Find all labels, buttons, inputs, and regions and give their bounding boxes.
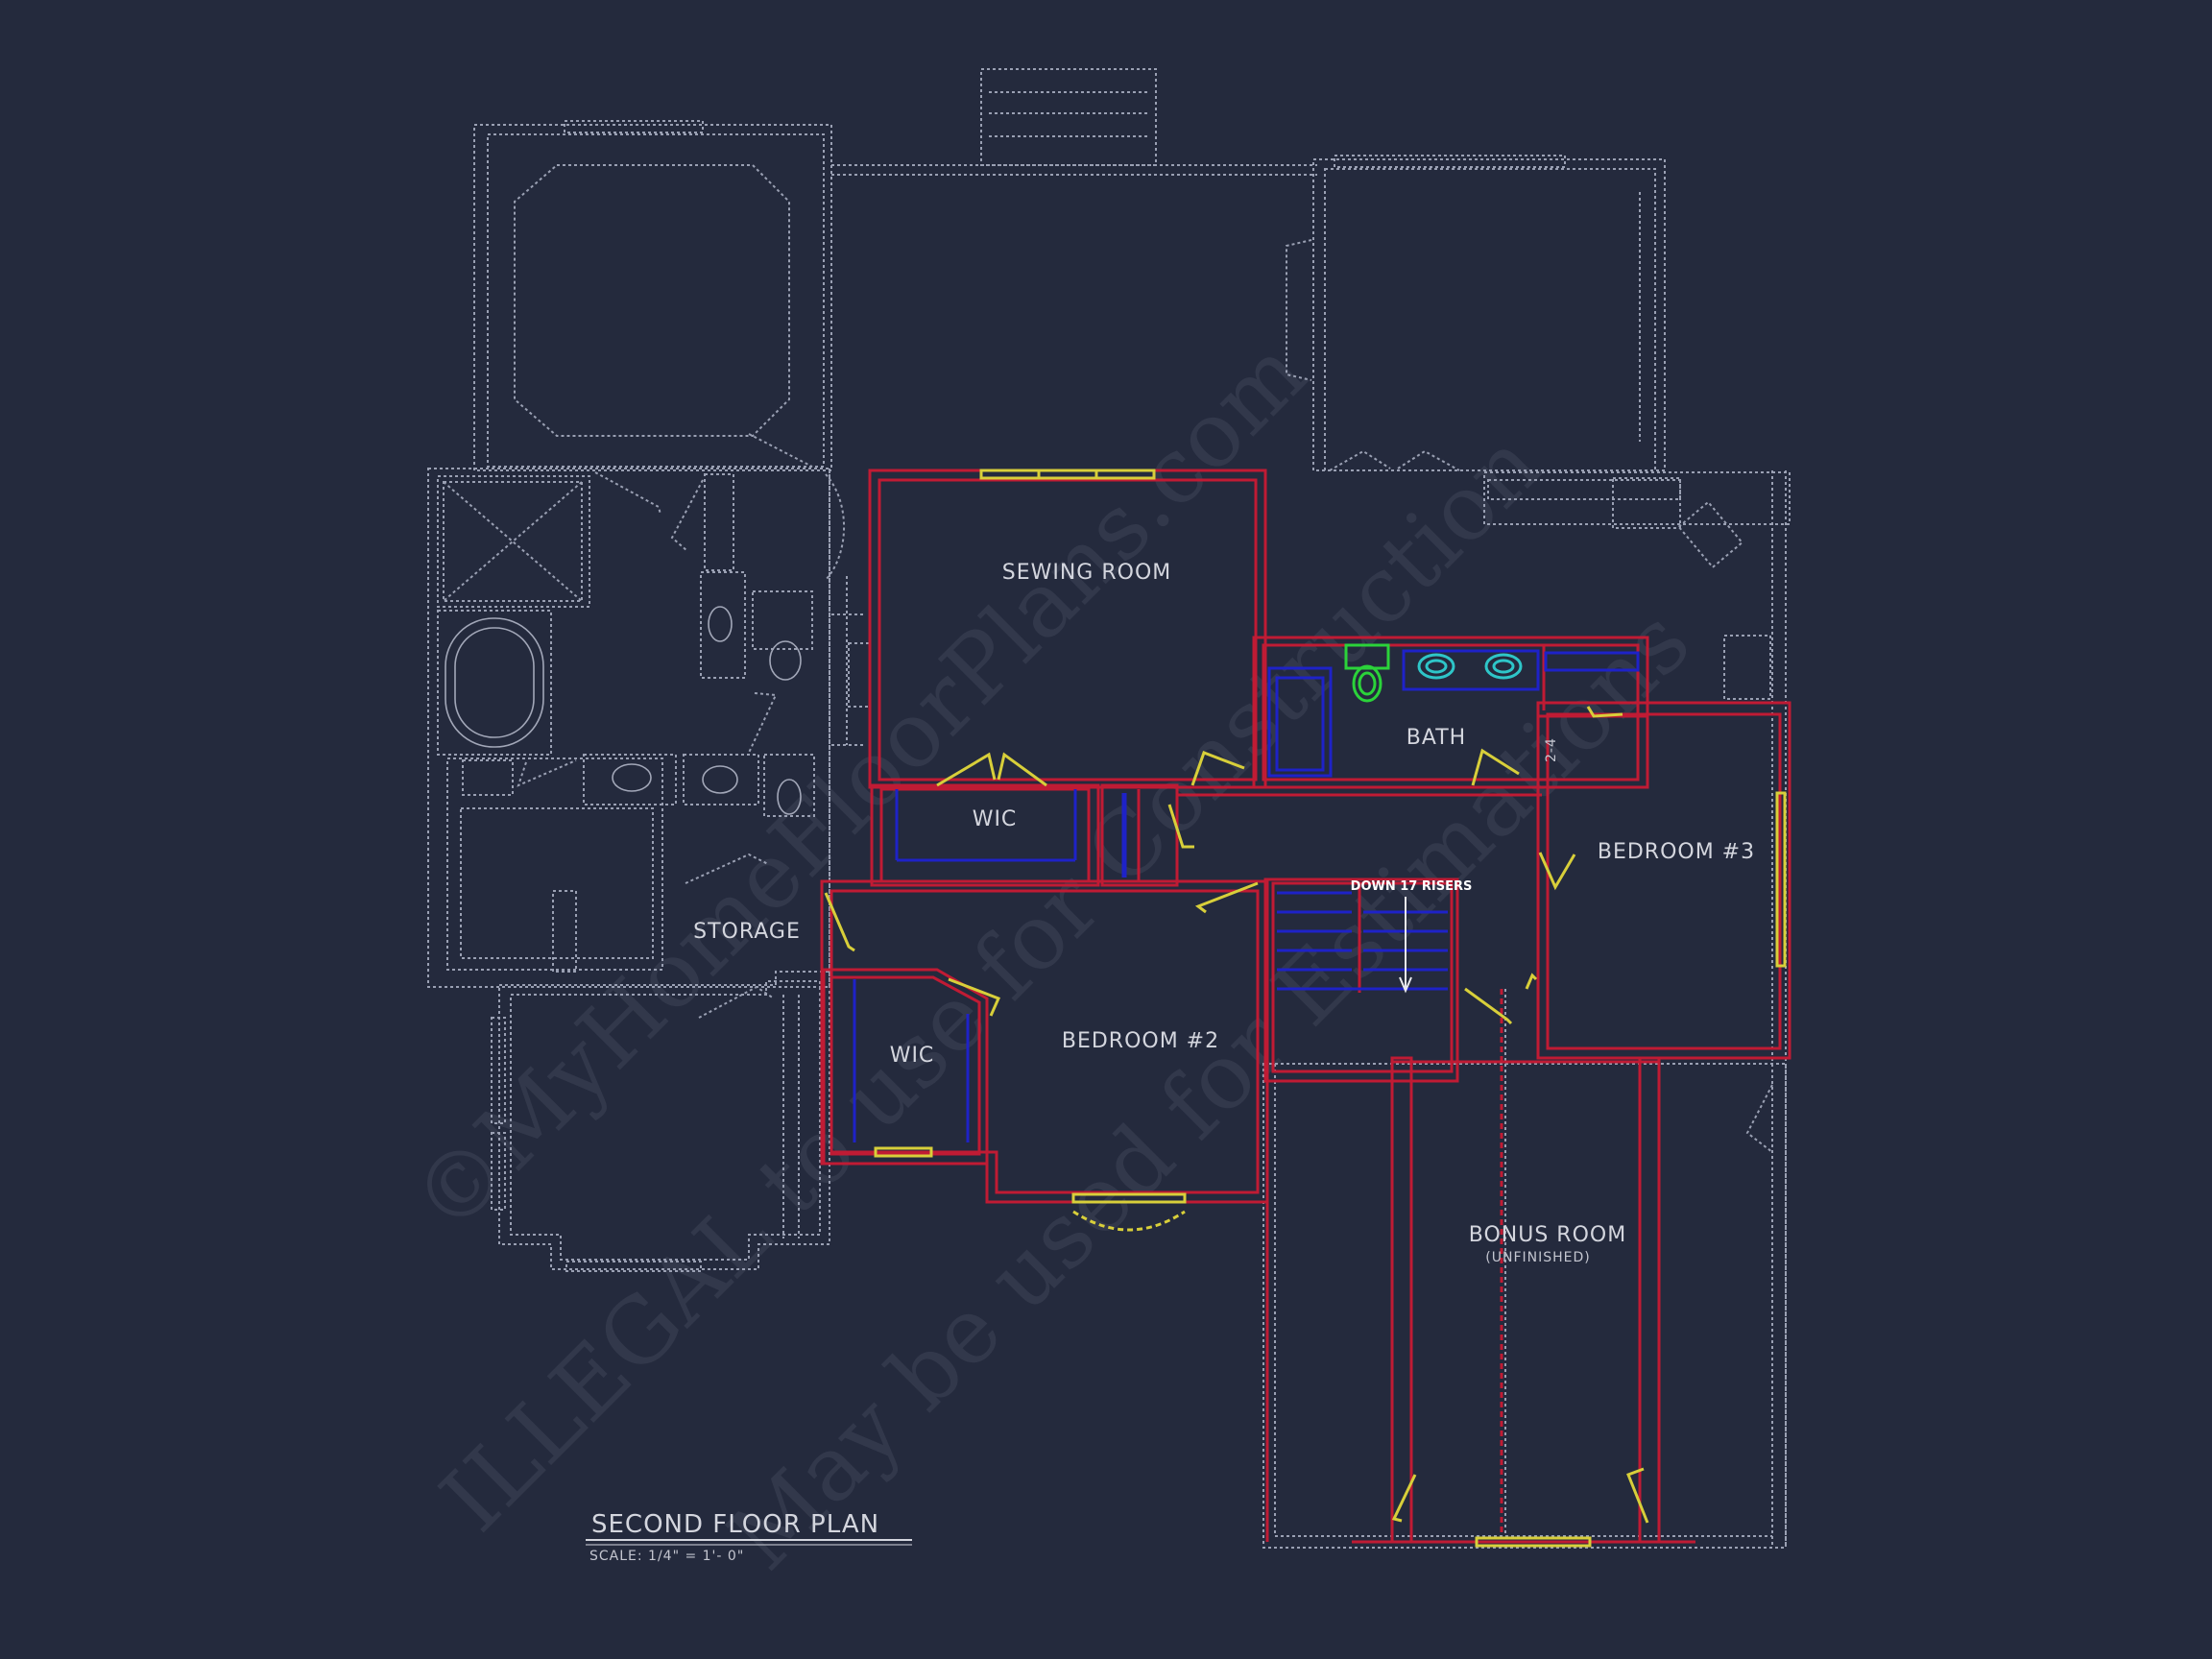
- stair-arrow: [1399, 897, 1412, 994]
- room-label-bedroom-3: BEDROOM #3: [1598, 840, 1755, 864]
- existing-structure: [427, 68, 1791, 1549]
- room-label-bonus-room: BONUS ROOM: [1469, 1223, 1626, 1247]
- room-label-wic-lower: WIC: [890, 1044, 935, 1068]
- windows-doors: [824, 469, 1787, 1548]
- room-label-storage: STORAGE: [693, 920, 801, 944]
- room-labels: SEWING ROOM WIC BATH BEDROOM #3 STORAGE …: [693, 561, 1755, 1265]
- drawing-title: SECOND FLOOR PLAN: [591, 1510, 879, 1539]
- room-label-bedroom-2: BEDROOM #2: [1062, 1029, 1219, 1053]
- room-label-wic-upper: WIC: [973, 807, 1018, 831]
- dimension-note: 2-4: [1544, 737, 1559, 762]
- stair-label: DOWN 17 RISERS: [1351, 879, 1473, 894]
- drawing-title-block: SECOND FLOOR PLAN SCALE: 1/4" = 1'- 0": [586, 1510, 912, 1564]
- room-note-unfinished: (UNFINISHED): [1485, 1250, 1590, 1265]
- room-label-bath: BATH: [1407, 726, 1466, 750]
- room-label-sewing-room: SEWING ROOM: [1002, 561, 1172, 585]
- sink-icon: [1484, 653, 1523, 680]
- toilet-icon: [1344, 643, 1390, 670]
- sink-icon: [1417, 653, 1455, 680]
- bath-fixtures: [1344, 643, 1523, 703]
- drawing-scale: SCALE: 1/4" = 1'- 0": [589, 1549, 744, 1564]
- new-walls: [820, 469, 1791, 1544]
